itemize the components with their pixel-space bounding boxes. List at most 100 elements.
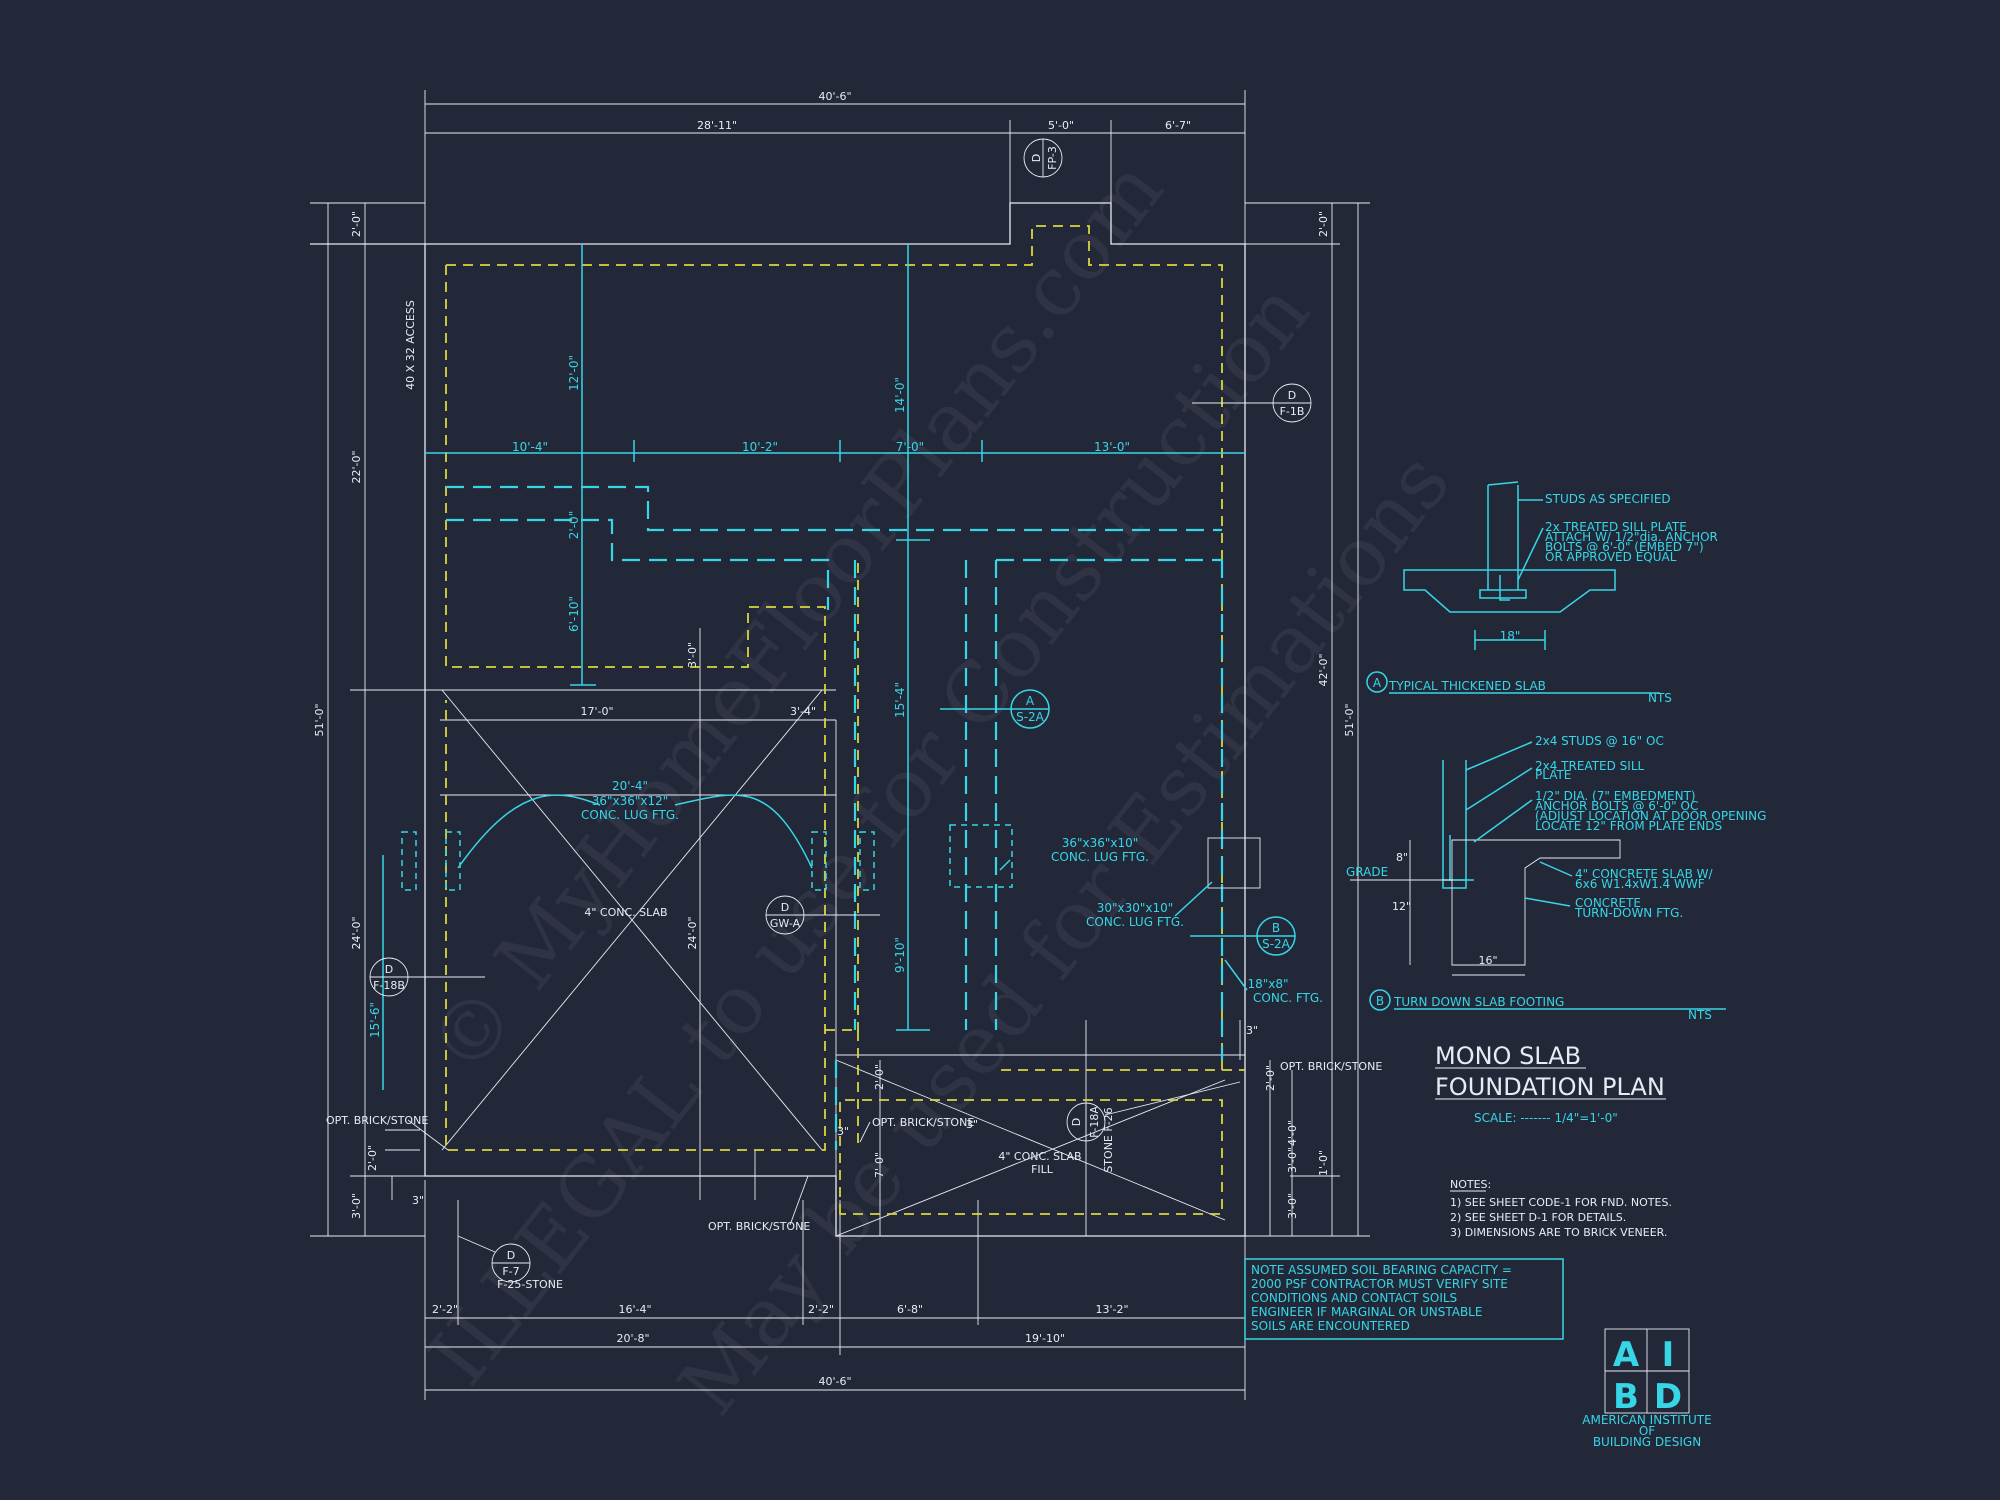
callout-f18b-bottom: F-18B xyxy=(373,979,405,992)
note-2: 2) SEE SHEET D-1 FOR DETAILS. xyxy=(1450,1211,1626,1224)
dim-int-7: 7'-0" xyxy=(873,1152,886,1178)
soil-note-1: NOTE ASSUMED SOIL BEARING CAPACITY = xyxy=(1251,1263,1512,1277)
logo-line-3: BUILDING DESIGN xyxy=(1593,1435,1701,1449)
dim-cyan-h3: 7'-0" xyxy=(896,440,924,454)
callout-s2a-b-top: B xyxy=(1272,921,1280,935)
lug-footings xyxy=(401,794,1261,891)
callout-fp3: D FP-3 xyxy=(1023,138,1063,178)
detail-b-note-11: TURN-DOWN FTG. xyxy=(1574,906,1683,920)
dim-cyan-v2: 14'-0" xyxy=(893,377,907,413)
cyan-grid: 10'-4" 10'-2" 7'-0" 13'-0" 12'-0" 14'-0"… xyxy=(368,244,1245,1150)
callout-f18b: D F-18B xyxy=(369,957,485,997)
callout-f1b: D F-1B xyxy=(1192,383,1312,423)
dim-right-f: 2'-0" xyxy=(1264,1065,1277,1091)
callout-f18b-top: D xyxy=(385,963,393,976)
dim-top-a: 28'-11" xyxy=(697,119,737,132)
sheet-title-line-2: FOUNDATION PLAN xyxy=(1435,1073,1665,1101)
interior-dimensions: 17'-0" 3'-4" 20'-4" 24'-0" 3'-0" 2'-0" 7… xyxy=(366,642,1299,1207)
dim-right-b: 42'-0" xyxy=(1317,653,1330,686)
label-f25: F-25-STONE xyxy=(497,1278,563,1291)
detail-b-title: TURN DOWN SLAB FOOTING xyxy=(1393,995,1564,1009)
detail-b-turn-down-footing: GRADE 8" 12" 16" 2x4 STUDS @ 16" OC 2x4 … xyxy=(1346,734,1766,1022)
dim-left-a: 2'-0" xyxy=(350,211,363,237)
detail-a-note-5: OR APPROVED EQUAL xyxy=(1545,550,1677,564)
callout-s2a-b: B S-2A xyxy=(1190,916,1296,956)
logo-line-1: AMERICAN INSTITUTE xyxy=(1582,1413,1711,1427)
dim-top-b: 5'-0" xyxy=(1048,119,1074,132)
label-slab-porch-1: 4" CONC. SLAB xyxy=(998,1150,1081,1163)
label-lug-c-1: 30"x30"x10" xyxy=(1097,901,1174,915)
sheet-scale: SCALE: ------- 1/4"=1'-0" xyxy=(1474,1111,1618,1125)
dim-right-overall: 51'-0" xyxy=(1343,703,1356,736)
dim-cyan-v1: 12'-0" xyxy=(567,355,581,391)
callout-s2a-b-bottom: S-2A xyxy=(1262,937,1291,951)
label-lug-b-1: 36"x36"x10" xyxy=(1062,836,1139,850)
plan-labels: 40 X 32 ACCESS 4" CONC. SLAB 4" CONC. SL… xyxy=(326,300,1382,1291)
dim-int-3a: 3'-0" xyxy=(686,642,699,668)
note-3: 3) DIMENSIONS ARE TO BRICK VENEER. xyxy=(1450,1226,1667,1239)
soil-note-4: ENGINEER IF MARGINAL OR UNSTABLE xyxy=(1251,1305,1482,1319)
label-slab-porch-2: FILL xyxy=(1031,1163,1054,1176)
callout-f1b-top: D xyxy=(1288,389,1296,402)
detail-a-note-1: STUDS AS SPECIFIED xyxy=(1545,492,1671,506)
dim-right-e: 4'-0" xyxy=(1286,1120,1299,1146)
label-lug-a-2: CONC. LUG FTG. xyxy=(581,808,679,822)
dim-int-3in-b: 3" xyxy=(966,1118,978,1131)
logo-letter-b: B xyxy=(1613,1377,1639,1417)
detail-b-dim-8: 8" xyxy=(1396,851,1408,864)
logo-letter-i: I xyxy=(1662,1335,1675,1375)
dim-bot-d: 16'-4" xyxy=(618,1303,651,1316)
callout-f7-top: D xyxy=(507,1249,515,1262)
detail-b-note-10: CONCRETE xyxy=(1575,896,1641,910)
detail-b-marker: B xyxy=(1376,994,1384,1008)
callout-f18a-bottom: F-18A xyxy=(1088,1106,1101,1138)
detail-b-note-3: PLATE xyxy=(1535,768,1571,782)
label-lug-a-1: 36"x36"x12" xyxy=(592,794,669,808)
logo-line-2: OF xyxy=(1639,1424,1655,1438)
dim-int-3in: 3" xyxy=(837,1125,849,1138)
detail-b-note-9: 6x6 W1.4xW1.4 WWF xyxy=(1575,877,1705,891)
dim-cyan-h2: 10'-2" xyxy=(742,440,778,454)
dim-int-3in-d: 3" xyxy=(1246,1024,1258,1037)
soil-note-2: 2000 PSF CONTRACTOR MUST VERIFY SITE xyxy=(1251,1277,1508,1291)
label-ftg-2: CONC. FTG. xyxy=(1253,991,1323,1005)
detail-a-note-2: 2x TREATED SILL PLATE xyxy=(1545,520,1687,534)
dim-int-3in-c: 3" xyxy=(412,1194,424,1207)
notes-heading: NOTES: xyxy=(1450,1178,1491,1191)
detail-b-dim-12: 12" xyxy=(1392,900,1411,913)
dim-bot-b: 19'-10" xyxy=(1025,1332,1065,1345)
building-outline xyxy=(310,202,1246,1237)
detail-b-note-1: 2x4 STUDS @ 16" OC xyxy=(1535,734,1664,748)
dim-right-c: 3'-0" xyxy=(1286,1193,1299,1219)
dim-bot-c: 2'-2" xyxy=(432,1303,458,1316)
callout-f18a: D F-18A xyxy=(1066,1081,1241,1142)
dim-int-2a: 2'-0" xyxy=(873,1064,886,1090)
dim-cyan-v6: 9'-10" xyxy=(893,937,907,973)
slab-edge-yellow xyxy=(445,225,1245,1215)
detail-b-note-5: ANCHOR BOLTS @ 6'-0" OC xyxy=(1535,799,1698,813)
dim-int-2b: 2'-0" xyxy=(366,1145,379,1171)
callout-fp3-top: D xyxy=(1030,154,1043,162)
soil-note-3: CONDITIONS AND CONTACT SOILS xyxy=(1251,1291,1457,1305)
aibd-logo: A I B D AMERICAN INSTITUTE OF BUILDING D… xyxy=(1582,1328,1712,1449)
dim-cyan-v7: 15'-6" xyxy=(368,1002,382,1038)
callout-s2a-a: A S-2A xyxy=(940,689,1050,729)
title-block: MONO SLAB FOUNDATION PLAN SCALE: -------… xyxy=(1244,1042,1672,1340)
logo-letter-a: A xyxy=(1613,1335,1640,1375)
dim-overall-bottom: 40'-6" xyxy=(818,1375,851,1388)
label-brick-3: OPT. BRICK/STONE xyxy=(708,1220,810,1233)
detail-b-note-2: 2x4 TREATED SILL xyxy=(1535,759,1645,773)
callout-f1b-bottom: F-1B xyxy=(1280,405,1305,418)
dim-cyan-v5: 15'-4" xyxy=(893,682,907,718)
dim-cyan-h1: 10'-4" xyxy=(512,440,548,454)
right-dimensions: 51'-0" 2'-0" 42'-0" 3'-0" 1'-0" 4'-0" 2'… xyxy=(1245,202,1370,1237)
detail-b-note-4: 1/2" DIA. (7" EMBEDMENT) xyxy=(1535,789,1696,803)
callout-s2a-a-top: A xyxy=(1026,694,1035,708)
callout-s2a-a-bottom: S-2A xyxy=(1016,710,1045,724)
dim-int-3b: 3'-0" xyxy=(1286,1147,1299,1173)
callout-gw1a: D GW-A xyxy=(765,895,880,935)
label-brick-2: OPT. BRICK/STONE xyxy=(872,1116,974,1129)
soil-note-5: SOILS ARE ENCOUNTERED xyxy=(1251,1319,1410,1333)
callout-f7: D F-7 xyxy=(457,1235,531,1283)
